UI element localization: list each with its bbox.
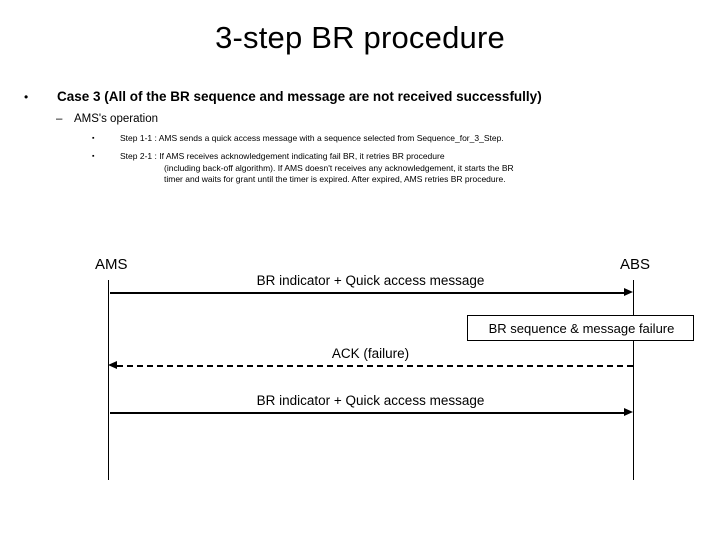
actor-label-ams: AMS <box>95 256 128 273</box>
arrowhead-left-icon <box>108 361 117 369</box>
bullet-step-2-text: Step 2-1 : If AMS receives acknowledgeme… <box>120 151 445 161</box>
bullet-level2-text: AMS's operation <box>74 113 159 125</box>
message-label-3: BR indicator + Quick access message <box>256 393 485 408</box>
lifeline-abs <box>633 280 634 480</box>
arrowhead-right-icon <box>624 288 633 296</box>
message-label-2: ACK (failure) <box>331 346 410 361</box>
message-arrow-1 <box>110 292 626 294</box>
actor-label-abs: ABS <box>620 256 651 273</box>
message-arrow-2 <box>117 365 633 367</box>
bullet-step-1-marker: ▪ <box>92 135 95 142</box>
bullet-step-2-continuation-2: timer and waits for grant until the time… <box>164 174 506 184</box>
sequence-diagram: AMS ABS BR indicator + Quick access mess… <box>0 240 720 540</box>
bullet-level2: –AMS's operation <box>56 112 696 127</box>
bullet-step-2-marker: ▪ <box>92 153 95 160</box>
message-arrow-3 <box>110 412 626 414</box>
bullet-level1-marker: • <box>24 90 29 104</box>
bullet-level1-text: Case 3 (All of the BR sequence and messa… <box>57 89 542 104</box>
bullet-step-2-continuation-1: (including back-off algorithm). If AMS d… <box>164 162 514 173</box>
note-box-failure: BR sequence & message failure <box>467 315 694 341</box>
bullet-level1: • Case 3 (All of the BR sequence and mess… <box>24 88 696 106</box>
arrowhead-right-icon <box>624 408 633 416</box>
page-title: 3-step BR procedure <box>215 20 505 55</box>
bullet-step-1-text: Step 1-1 : AMS sends a quick access mess… <box>120 133 504 143</box>
bullet-step-1: ▪ Step 1-1 : AMS sends a quick access me… <box>92 133 692 145</box>
bullet-step-2: ▪ Step 2-1 : If AMS receives acknowledge… <box>92 151 692 186</box>
note-box-failure-text: BR sequence & message failure <box>488 321 675 336</box>
lifeline-ams <box>108 280 109 480</box>
message-label-1: BR indicator + Quick access message <box>256 273 485 288</box>
bullet-level2-marker: – <box>56 113 63 125</box>
